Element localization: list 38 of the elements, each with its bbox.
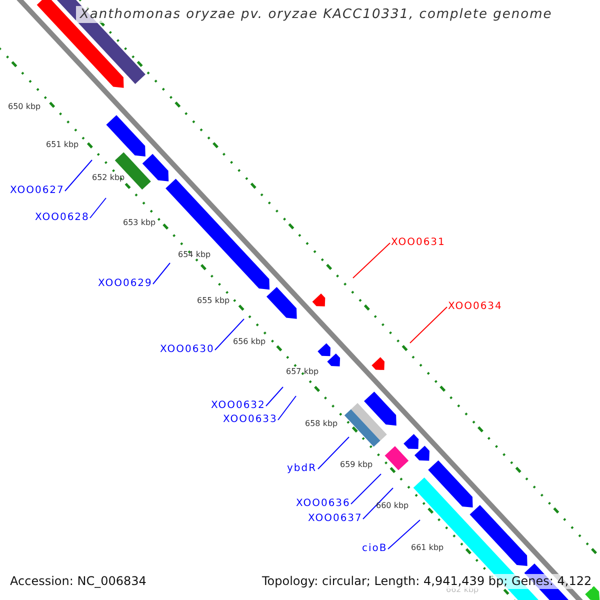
scale-label: 661 kbp xyxy=(411,543,444,553)
gene-name: XOO0634 xyxy=(448,301,502,313)
scale-label: 658 kbp xyxy=(305,419,338,429)
leader-line xyxy=(350,474,382,504)
leader-line xyxy=(152,262,170,284)
scale-label: 655 kbp xyxy=(197,296,230,306)
scale-label: 650 kbp xyxy=(8,102,41,112)
scale-label: 656 kbp xyxy=(233,337,266,347)
leader-line xyxy=(352,242,390,278)
gene-name: XOO0636 xyxy=(296,498,350,510)
leader-line xyxy=(266,386,284,406)
gene-name: XOO0627 xyxy=(10,185,64,197)
gene-name: XOO0633 xyxy=(223,414,278,426)
leader-line xyxy=(410,306,448,344)
gene-name: XOO0628 xyxy=(35,212,90,224)
leader-line xyxy=(362,488,394,520)
gene-name: XOO0630 xyxy=(160,344,214,356)
caption-text: Accession: NC_006834 xyxy=(10,574,146,589)
scale-label: 653 kbp xyxy=(123,218,156,228)
leader-line xyxy=(318,436,350,470)
scale-label: 651 kbp xyxy=(46,140,79,150)
leader-line xyxy=(388,520,420,550)
gene-name: XOO0631 xyxy=(391,237,446,249)
leader-line xyxy=(278,396,296,420)
leader-line xyxy=(64,160,92,192)
scale-label: 660 kbp xyxy=(376,501,409,511)
gene-name: cioB xyxy=(362,543,388,555)
gene-name: XOO0632 xyxy=(211,400,266,412)
scale-label: 659 kbp xyxy=(340,460,373,470)
caption-text: Topology: circular; Length: 4,941,439 bp; Genes: 4,122 xyxy=(262,574,592,589)
leader-line xyxy=(214,318,244,350)
leader-line xyxy=(90,198,106,218)
gene-name: ybdR xyxy=(287,463,317,475)
gene-name: XOO0637 xyxy=(308,513,362,525)
scale-label: 654 kbp xyxy=(178,250,211,260)
scale-label: 652 kbp xyxy=(92,173,125,183)
scale-label: 657 kbp xyxy=(286,367,319,377)
gene-name: XOO0629 xyxy=(98,278,152,290)
